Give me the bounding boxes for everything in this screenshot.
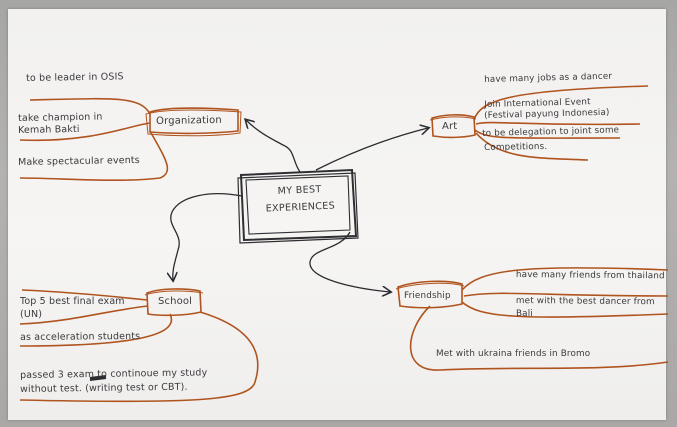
organization-label: Organization bbox=[156, 114, 222, 127]
school-item-3: as acceleration students bbox=[20, 330, 141, 343]
school-item-5: without test. (writing test or CBT). bbox=[20, 381, 188, 395]
connector-lines bbox=[171, 120, 428, 292]
organization-item-2: take champion in bbox=[18, 111, 103, 124]
art-label: Art bbox=[442, 121, 458, 132]
organization-node bbox=[19, 97, 242, 182]
organization-item-1: to be leader in OSIS bbox=[26, 71, 124, 84]
organization-item-3: Kemah Bakti bbox=[18, 123, 80, 136]
friendship-label: Friendship bbox=[404, 291, 451, 301]
organization-item-4: Make spectacular events bbox=[18, 154, 140, 168]
art-item-5: Competitions. bbox=[484, 141, 548, 153]
friendship-item-3: Bali bbox=[516, 309, 533, 319]
friendship-item-1: have many friends from thailand bbox=[515, 269, 665, 282]
school-item-2: (UN) bbox=[20, 309, 43, 320]
school-label: School bbox=[158, 296, 193, 307]
center-title: MY BEST EXPERIENCES bbox=[249, 182, 350, 216]
scribble-marks bbox=[89, 375, 107, 381]
friendship-item-4: Met with ukraina friends in Bromo bbox=[436, 349, 591, 359]
school-node bbox=[19, 288, 259, 403]
school-item-1: Top 5 best final exam bbox=[20, 296, 125, 307]
friendship-item-2: met with the best dancer from bbox=[515, 295, 655, 308]
friendship-node bbox=[395, 266, 669, 371]
center-box bbox=[237, 168, 359, 244]
paper-sheet bbox=[8, 9, 666, 420]
art-node bbox=[429, 85, 649, 161]
